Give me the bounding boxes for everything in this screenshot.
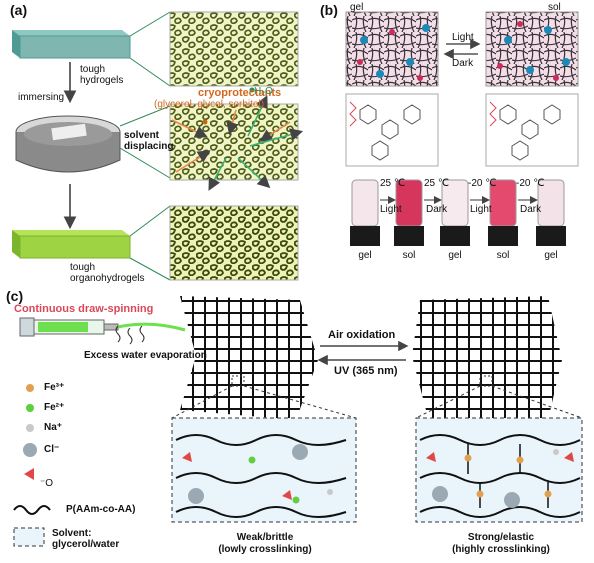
solvent-displacing-label: solvent displacing xyxy=(124,130,174,152)
excess-water-label: Excess water evaporation xyxy=(84,350,207,361)
tough-organohydrogels-label: tough organohydrogels xyxy=(70,262,145,284)
weak-label: Weak/brittle xyxy=(236,532,294,543)
cl-icon xyxy=(23,443,37,457)
green-mesh xyxy=(180,296,318,420)
step-3-cond: Light xyxy=(470,204,492,215)
continuous-label: Continuous draw-spinning xyxy=(14,303,154,315)
panel-b-graphics xyxy=(345,11,579,246)
strong-label: Strong/elastic xyxy=(467,532,535,543)
weak-sub-label: (lowly crosslinking) xyxy=(218,544,312,555)
cryoprotectants-label: cryoprotectants xyxy=(198,87,282,99)
na-icon xyxy=(26,424,34,432)
uv-label: UV (365 nm) xyxy=(334,365,398,377)
legend-citrate-o: ⁻O xyxy=(40,478,54,489)
legend-na: Na⁺ xyxy=(44,422,63,433)
tough-hydrogels-label: tough hydrogels xyxy=(80,64,124,86)
step-2-cond: Dark xyxy=(426,204,448,215)
vial-1-label: gel xyxy=(358,250,372,261)
step-4-temp: -20 ℃ xyxy=(516,178,545,189)
vial-2-label: sol xyxy=(402,250,416,261)
step-1-temp: 25 ℃ xyxy=(380,178,406,189)
panel-a-label: (a) xyxy=(10,2,28,18)
panel-a-graphics xyxy=(12,11,304,281)
water-label: H₂O xyxy=(254,86,273,97)
step-1-cond: Light xyxy=(380,204,402,215)
citrate-icon xyxy=(24,468,34,480)
sol-state-label: sol xyxy=(548,2,561,13)
vial-4-label: sol xyxy=(496,250,510,261)
legend-polymer: P(AAm-co-AA) xyxy=(66,504,136,515)
legend-solvent: Solvent: glycerol/water xyxy=(52,528,120,550)
step-3-temp: -20 ℃ xyxy=(468,178,497,189)
solvent-icon xyxy=(13,527,45,547)
legend-fe2: Fe²⁺ xyxy=(44,402,65,413)
light-label: Light xyxy=(452,32,474,43)
yellow-mesh xyxy=(412,296,562,420)
step-2-temp: 25 ℃ xyxy=(424,178,450,189)
strong-sub-label: (highly crosslinking) xyxy=(452,544,550,555)
legend-cl: Cl⁻ xyxy=(44,444,60,455)
dark-label: Dark xyxy=(452,58,474,69)
polymer-icon xyxy=(13,505,51,515)
panel-c-graphics xyxy=(13,296,583,547)
panel-b-label: (b) xyxy=(320,2,338,18)
vials xyxy=(350,179,566,246)
cryo-examples-label: (glycerol, glycol, sorbitol) xyxy=(154,99,265,110)
fe2-icon xyxy=(26,404,34,412)
gel-state-label: gel xyxy=(350,2,364,13)
immersing-label: immersing xyxy=(18,92,65,103)
air-oxidation-label: Air oxidation xyxy=(328,329,396,341)
legend-fe3: Fe³⁺ xyxy=(44,382,65,393)
step-4-cond: Dark xyxy=(520,204,542,215)
vial-5-label: gel xyxy=(544,250,558,261)
panel-c-label: (c) xyxy=(6,288,24,304)
fe3-icon xyxy=(26,384,34,392)
vial-3-label: gel xyxy=(448,250,462,261)
